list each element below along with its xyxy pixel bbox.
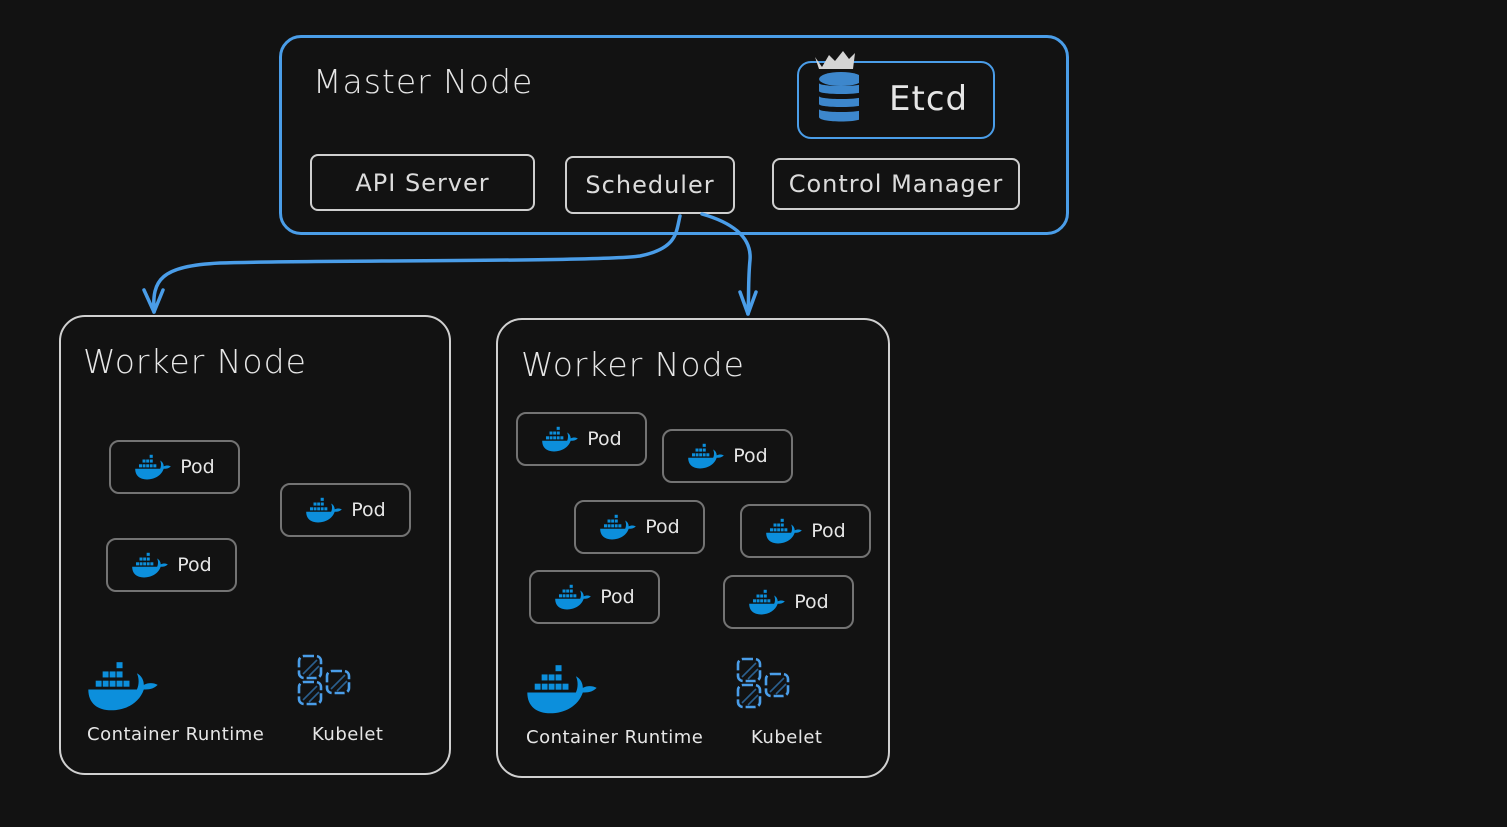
- pod-label: Pod: [645, 516, 680, 538]
- container-runtime-label: Container Runtime: [87, 724, 265, 745]
- arrowhead-worker-2: [738, 290, 758, 316]
- pod[interactable]: Pod: [516, 412, 647, 466]
- pod-label: Pod: [177, 554, 212, 576]
- docker-icon: [86, 658, 160, 714]
- arrowhead-worker-1: [142, 288, 165, 314]
- worker-node-2-title: Worker Node: [521, 345, 745, 384]
- arrow-scheduler-to-worker-1: [151, 214, 682, 314]
- pod[interactable]: Pod: [529, 570, 660, 624]
- pod[interactable]: Pod: [662, 429, 793, 483]
- pod-label: Pod: [811, 520, 846, 542]
- docker-icon: [554, 583, 592, 611]
- etcd-label: Etcd: [889, 79, 969, 119]
- docker-icon: [599, 513, 637, 541]
- docker-icon: [131, 551, 169, 579]
- pod-label: Pod: [180, 456, 215, 478]
- pod[interactable]: Pod: [106, 538, 237, 592]
- pod[interactable]: Pod: [280, 483, 411, 537]
- pod[interactable]: Pod: [740, 504, 871, 558]
- worker-node-2[interactable]: [496, 318, 890, 778]
- kubelet-icon: [297, 654, 353, 706]
- api-server-box[interactable]: API Server: [310, 154, 535, 211]
- worker-node-1[interactable]: [59, 315, 451, 775]
- container-runtime-label: Container Runtime: [526, 727, 704, 748]
- kubelet-label: Kubelet: [312, 724, 384, 745]
- scheduler-box[interactable]: Scheduler: [565, 156, 735, 214]
- pod-label: Pod: [794, 591, 829, 613]
- pod-label: Pod: [733, 445, 768, 467]
- docker-icon: [541, 425, 579, 453]
- docker-icon: [765, 517, 803, 545]
- database-icon: [815, 51, 859, 122]
- kubelet-label: Kubelet: [751, 727, 823, 748]
- pod[interactable]: Pod: [109, 440, 240, 494]
- pod-label: Pod: [351, 499, 386, 521]
- kubelet-icon: [736, 657, 792, 709]
- control-manager-box[interactable]: Control Manager: [772, 158, 1020, 210]
- master-node-title: Master Node: [313, 62, 534, 101]
- pod[interactable]: Pod: [723, 575, 854, 629]
- docker-icon: [525, 661, 599, 717]
- pod[interactable]: Pod: [574, 500, 705, 554]
- pod-label: Pod: [587, 428, 622, 450]
- arrow-scheduler-to-worker-2: [700, 212, 752, 316]
- etcd-box[interactable]: Etcd: [797, 51, 995, 139]
- docker-icon: [134, 453, 172, 481]
- docker-icon: [687, 442, 725, 470]
- pod-label: Pod: [600, 586, 635, 608]
- docker-icon: [748, 588, 786, 616]
- docker-icon: [305, 496, 343, 524]
- worker-node-1-title: Worker Node: [83, 342, 307, 381]
